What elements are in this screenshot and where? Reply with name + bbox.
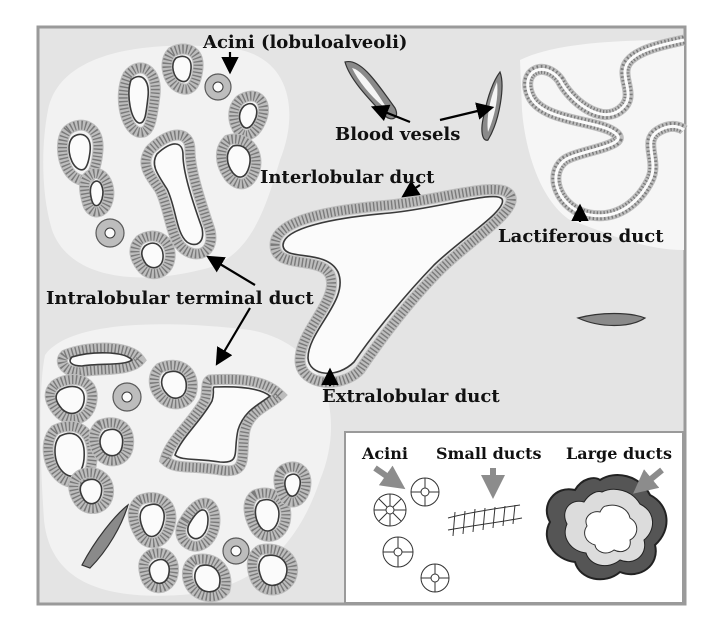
label-acini-lobuloalveoli: Acini (lobuloalveoli)	[202, 32, 407, 53]
label-interlobular-duct: Interlobular duct	[260, 167, 435, 188]
label-blood-vessels: Blood vesels	[335, 124, 460, 145]
inset-label-small-ducts: Small ducts	[436, 444, 542, 463]
label-intralobular-terminal-duct: Intralobular terminal duct	[46, 288, 314, 309]
inset-label-large-ducts: Large ducts	[566, 444, 672, 463]
label-lactiferous-duct: Lactiferous duct	[498, 226, 664, 247]
inset-label-acini: Acini	[361, 444, 408, 463]
label-extralobular-duct: Extralobular duct	[322, 386, 500, 407]
